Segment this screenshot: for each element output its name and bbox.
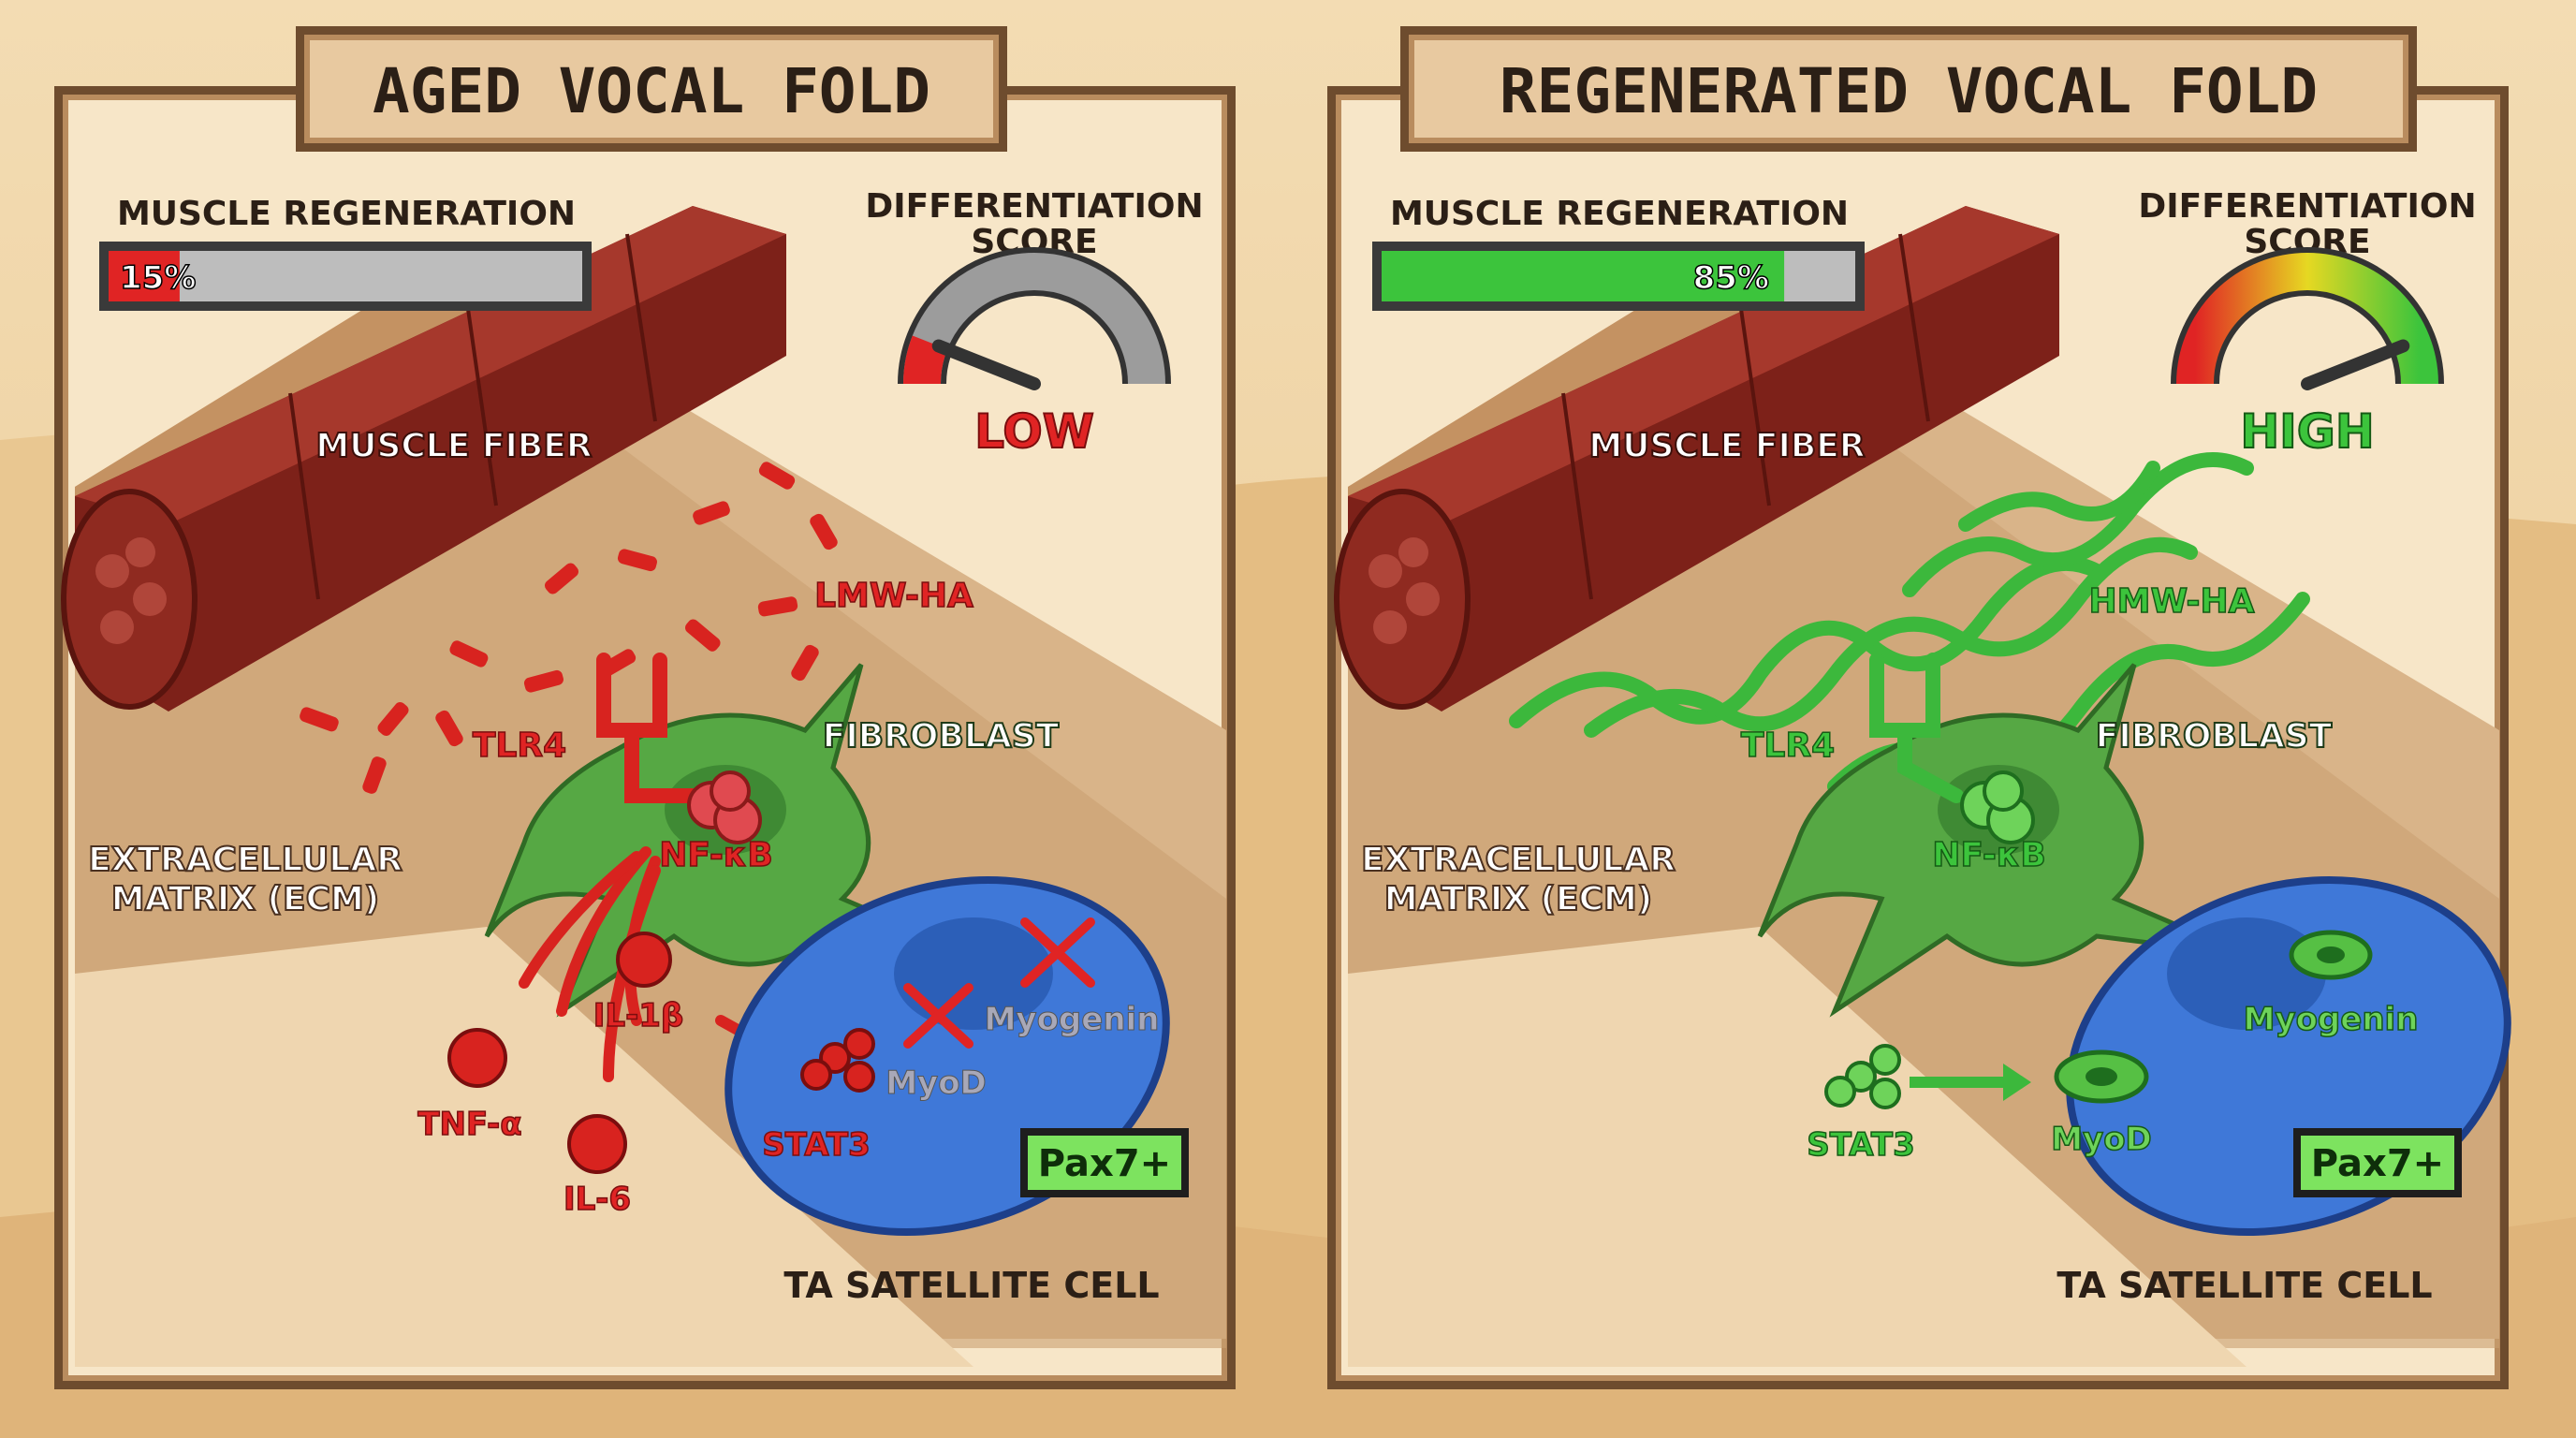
muscle-fiber (61, 206, 786, 712)
satellite-cell-label: TA SATELLITE CELL (783, 1265, 1159, 1306)
myod-nucleus-icon (2054, 1049, 2149, 1104)
muscle-regeneration-value: 85% (1693, 259, 1769, 297)
differentiation-score-label: DIFFERENTIATION (2138, 187, 2476, 226)
muscle-regeneration-label: MUSCLE REGENERATION (117, 195, 576, 233)
aged-panel: AGED VOCAL FOLD MUSCLE FIBER MUSCLE REGE… (54, 26, 1236, 1389)
nfkb-label: NF-κB (1932, 836, 2046, 874)
muscle-fiber-label: MUSCLE FIBER (1588, 427, 1865, 465)
tlr4-label: TLR4 (473, 726, 566, 765)
myogenin-label: Myogenin (985, 1001, 1160, 1038)
nfkb-complex (1960, 770, 2035, 844)
differentiation-gauge (2171, 247, 2444, 390)
pax7-label: Pax7+ (2311, 1142, 2444, 1185)
fibroblast-label: FIBROBLAST (823, 717, 1060, 756)
muscle-regeneration-label: MUSCLE REGENERATION (1390, 195, 1849, 233)
stat3-molecule (1824, 1044, 1901, 1109)
tlr4-receptor (1869, 653, 1964, 803)
tlr4-receptor (596, 653, 700, 803)
myod-label: MyoD (2051, 1121, 2152, 1158)
stat3-label: STAT3 (1807, 1126, 1915, 1164)
regenerated-panel: REGENERATED VOCAL FOLD MUSCLE FIBER MUSC… (1327, 26, 2511, 1389)
fibroblast-label: FIBROBLAST (2096, 717, 2333, 756)
myogenin-blocked-icon (1020, 917, 1095, 988)
muscle-fiber-label: MUSCLE FIBER (315, 427, 592, 465)
nfkb-label: NF-κB (659, 836, 773, 874)
panel-title: REGENERATED VOCAL FOLD (1500, 55, 2318, 127)
ha-label: LMW-HA (814, 577, 973, 615)
muscle-regeneration-value: 15% (120, 259, 196, 297)
differentiation-gauge (898, 247, 1171, 390)
tnfa-label: TNF-α (417, 1106, 521, 1143)
stat3-molecule (800, 1028, 875, 1093)
tlr4-label: TLR4 (1741, 726, 1835, 765)
myogenin-nucleus-icon (2289, 930, 2373, 980)
ha-label: HMW-HA (2089, 582, 2255, 621)
il6-label: IL-6 (564, 1181, 631, 1218)
muscle-fiber (1334, 206, 2059, 712)
differentiation-level: LOW (974, 404, 1094, 459)
nfkb-complex (687, 770, 762, 844)
pax7-label: Pax7+ (1038, 1142, 1171, 1185)
differentiation-level: HIGH (2240, 404, 2374, 459)
ecm-label-2: MATRIX (ECM) (111, 880, 380, 918)
muscle-regeneration-bar: 85% (1372, 242, 1865, 311)
ecm-label: EXTRACELLULAR (88, 841, 402, 879)
pax7-badge: Pax7+ (1020, 1128, 1189, 1197)
panel-title: AGED VOCAL FOLD (373, 55, 930, 127)
ecm-label: EXTRACELLULAR (1361, 841, 1676, 879)
muscle-regeneration-bar: 15% (99, 242, 592, 311)
cytokine-particles (447, 932, 672, 1174)
myogenin-label: Myogenin (2244, 1001, 2419, 1038)
satellite-cell-label: TA SATELLITE CELL (2056, 1265, 2432, 1306)
lmw-ha-fragments (300, 462, 838, 794)
ecm-label-2: MATRIX (ECM) (1384, 880, 1653, 918)
pax7-badge: Pax7+ (2293, 1128, 2462, 1197)
il1b-label: IL-1β (593, 997, 683, 1034)
stat3-label: STAT3 (762, 1126, 871, 1164)
stat3-to-myod-arrow (1910, 1064, 2031, 1101)
differentiation-score-label: DIFFERENTIATION (865, 187, 1203, 226)
myod-label: MyoD (886, 1064, 987, 1102)
myod-blocked-icon (903, 983, 973, 1049)
